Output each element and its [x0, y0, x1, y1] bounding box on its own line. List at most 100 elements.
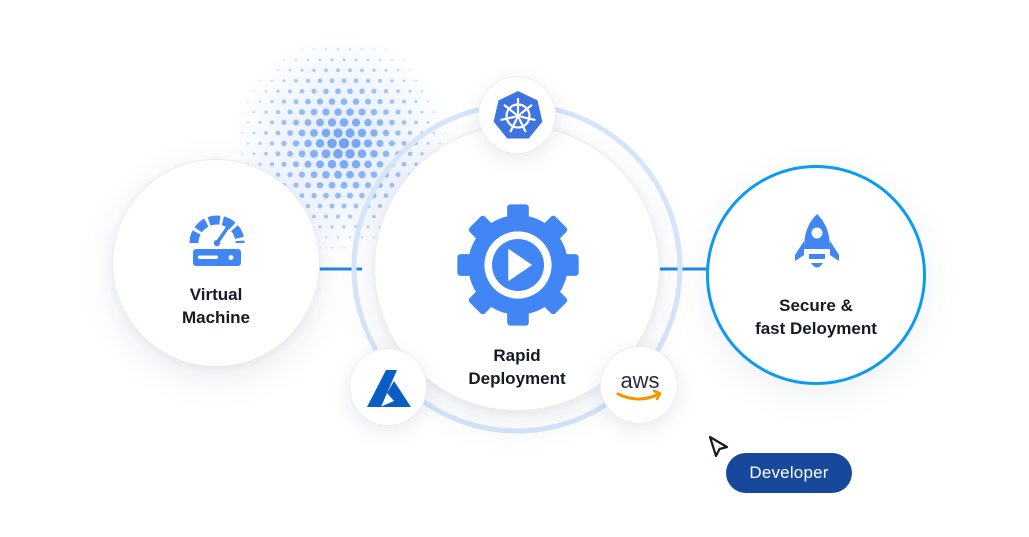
- halftone-dot: [366, 58, 370, 62]
- halftone-dot: [275, 110, 281, 115]
- halftone-dot: [317, 203, 323, 209]
- aws-logo-text: aws: [620, 368, 659, 393]
- halftone-dot: [364, 160, 372, 169]
- halftone-dot: [299, 109, 305, 116]
- halftone-dot: [311, 88, 317, 94]
- halftone-dot: [310, 171, 318, 179]
- halftone-dot: [264, 131, 268, 135]
- kubernetes-node: [478, 76, 556, 154]
- halftone-dot: [328, 98, 336, 105]
- halftone-dot: [247, 100, 249, 103]
- halftone-dot: [270, 79, 274, 82]
- speedometer-server-icon: [189, 215, 245, 266]
- halftone-dot: [370, 150, 378, 158]
- halftone-dot: [402, 79, 406, 83]
- aws-node: aws: [600, 346, 678, 424]
- halftone-dot: [305, 78, 311, 83]
- halftone-dot: [241, 152, 243, 155]
- halftone-dot: [292, 161, 300, 168]
- halftone-dot: [310, 129, 318, 137]
- halftone-dot: [281, 140, 287, 147]
- halftone-dot: [300, 68, 304, 72]
- halftone-dot: [269, 120, 275, 125]
- halftone-dot: [388, 140, 396, 147]
- gear-play-icon: [457, 204, 579, 326]
- halftone-dot: [370, 171, 378, 178]
- kubernetes-spoke: [518, 118, 527, 133]
- halftone-dot: [252, 131, 256, 135]
- halftone-dot: [299, 88, 305, 94]
- halftone-dot: [373, 236, 375, 239]
- halftone-dot: [377, 203, 383, 209]
- halftone-dot: [258, 141, 262, 146]
- halftone-dot: [420, 110, 424, 114]
- secure-deployment-label-line1: Secure &: [779, 296, 853, 315]
- halftone-dot: [316, 181, 324, 189]
- halftone-dot: [339, 159, 349, 169]
- halftone-dot: [432, 131, 436, 135]
- kubernetes-spoke: [500, 115, 516, 121]
- halftone-dot: [346, 170, 354, 179]
- halftone-dot: [414, 120, 418, 125]
- rocket-icon: [795, 214, 839, 268]
- halftone-dot: [304, 139, 312, 148]
- halftone-dot: [327, 138, 337, 149]
- halftone-dot: [275, 172, 281, 177]
- halftone-dot: [364, 98, 372, 105]
- halftone-dot: [347, 214, 353, 219]
- halftone-dot: [277, 69, 279, 72]
- halftone-dot: [287, 109, 293, 115]
- halftone-dot: [312, 68, 316, 73]
- halftone-dot: [313, 48, 315, 51]
- halftone-dot: [252, 152, 256, 156]
- halftone-dot: [323, 214, 329, 219]
- halftone-dot: [342, 58, 346, 62]
- halftone-dot: [270, 99, 274, 104]
- halftone-dot: [312, 214, 316, 219]
- halftone-dot: [298, 150, 306, 158]
- halftone-dot: [420, 90, 424, 93]
- halftone-dot: [287, 172, 293, 178]
- halftone-dot: [293, 182, 299, 188]
- halftone-dot: [338, 138, 350, 149]
- halftone-dot: [269, 162, 275, 167]
- halftone-dot: [323, 88, 329, 94]
- halftone-dot: [325, 48, 327, 51]
- halftone-dot: [328, 181, 336, 189]
- rapid-deployment-node: Rapid Deployment: [374, 125, 660, 411]
- halftone-dot: [264, 110, 268, 114]
- halftone-dot: [402, 99, 406, 104]
- halftone-dot: [253, 90, 255, 92]
- halftone-dot: [321, 149, 331, 159]
- halftone-dot: [340, 98, 348, 105]
- halftone-dot: [370, 108, 378, 116]
- halftone-dot: [401, 120, 407, 125]
- halftone-dot: [383, 89, 389, 94]
- halftone-dot: [241, 132, 243, 134]
- halftone-dot: [336, 236, 340, 239]
- halftone-dot: [282, 79, 286, 83]
- halftone-dot: [281, 99, 287, 104]
- halftone-dot: [358, 108, 366, 116]
- halftone-dot: [351, 138, 361, 148]
- halftone-dot: [304, 160, 312, 168]
- halftone-dot: [353, 78, 359, 84]
- halftone-dot: [384, 68, 388, 72]
- halftone-dot: [323, 192, 329, 199]
- halftone-dot: [331, 247, 333, 249]
- halftone-dot: [293, 119, 299, 126]
- halftone-dot: [316, 160, 324, 169]
- halftone-dot: [364, 118, 372, 127]
- halftone-dot: [360, 68, 364, 73]
- developer-badge: Developer: [726, 453, 852, 493]
- halftone-dot: [347, 192, 353, 199]
- halftone-dot: [407, 130, 413, 136]
- halftone-dot: [382, 129, 390, 137]
- halftone-dot: [269, 141, 275, 146]
- halftone-dot: [330, 58, 334, 62]
- halftone-dot: [246, 121, 250, 124]
- halftone-dot: [376, 160, 384, 168]
- halftone-dot: [341, 203, 347, 209]
- halftone-dot: [409, 69, 411, 72]
- halftone-dot: [361, 48, 363, 51]
